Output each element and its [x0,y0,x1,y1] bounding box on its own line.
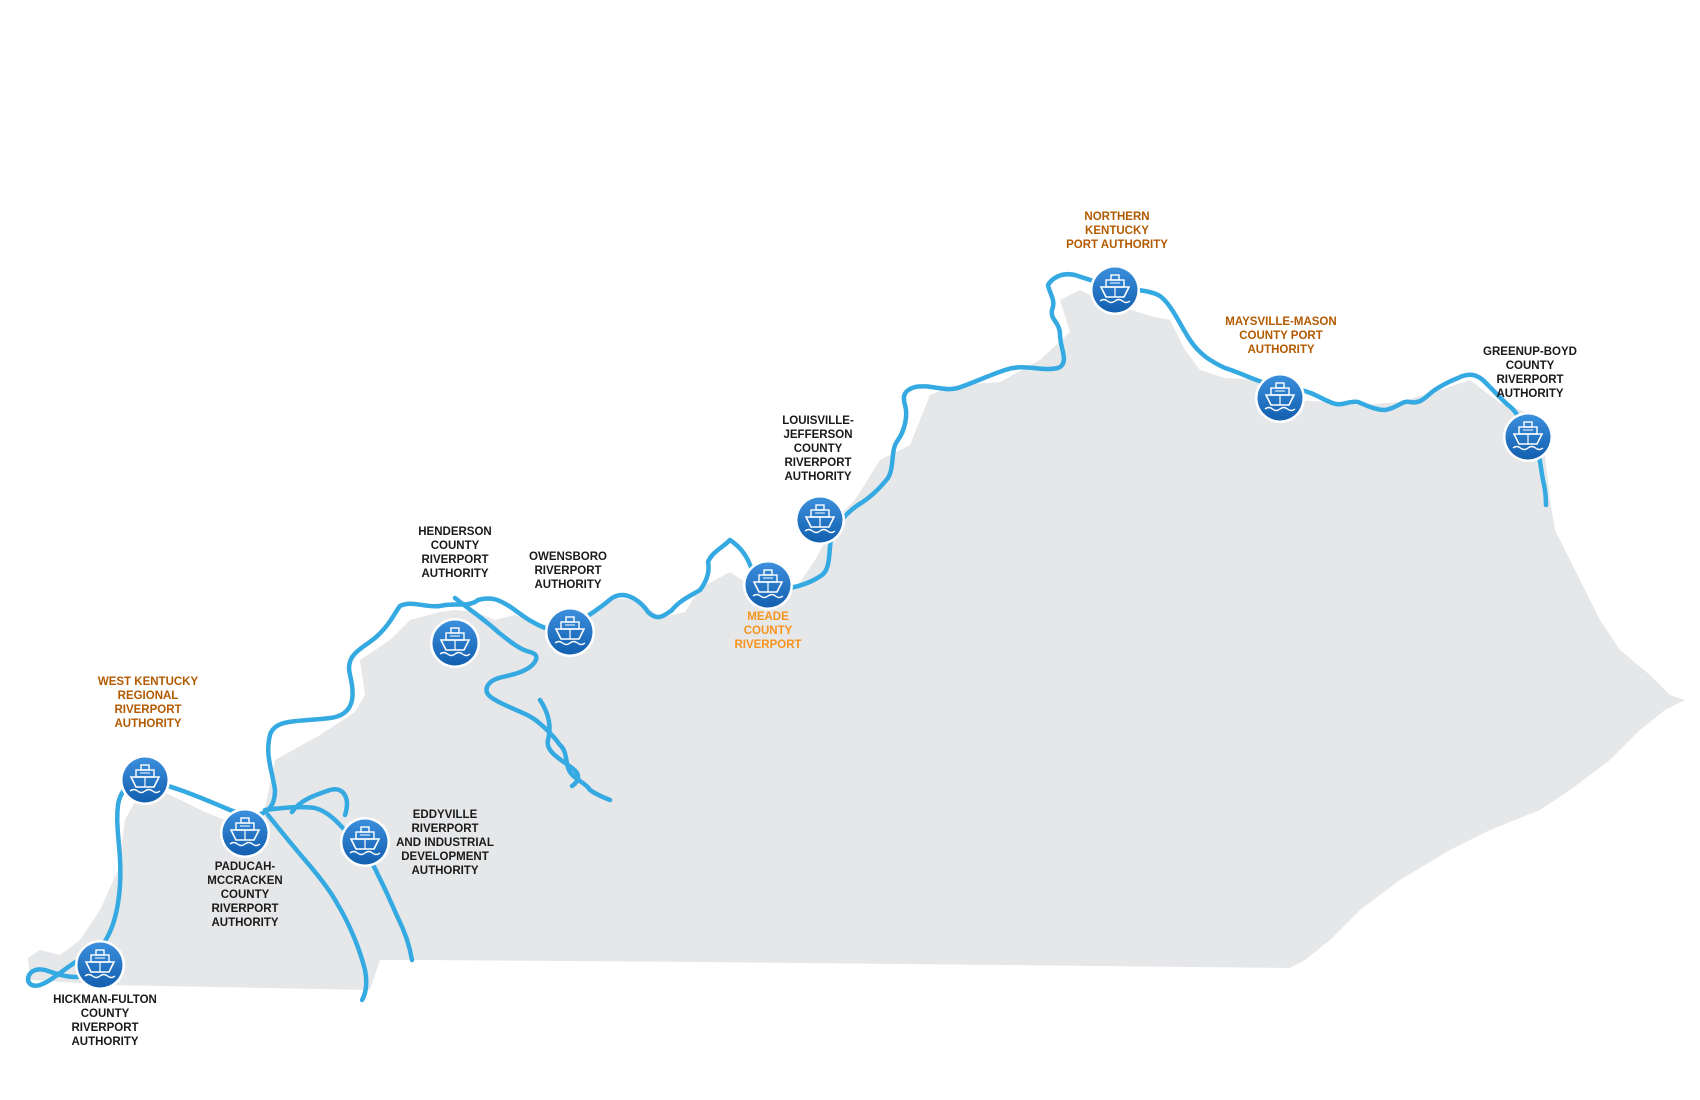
port-label-line: RIVERPORT [734,639,801,651]
port-label-line: GREENUP-BOYD [1483,346,1577,358]
port-label-line: MEADE [747,611,789,623]
port-label-line: NORTHERN [1084,211,1149,223]
port-label-line: AUTHORITY [114,718,181,730]
ship-icon [1090,265,1140,315]
port-label-line: AUTHORITY [1496,388,1563,400]
port-label-line: LOUISVILLE- [782,415,854,427]
port-label-line: RIVERPORT [71,1022,138,1034]
port-label-line: RIVERPORT [211,903,278,915]
port-label: EDDYVILLE RIVERPORT AND INDUSTRIAL DEVELOPM… [396,809,494,877]
port-label-line: OWENSBORO [529,551,607,563]
port-label-line: RIVERPORT [784,457,851,469]
green-river [452,595,613,803]
port-paducah-mccracken[interactable]: PADUCAH- MCCRACKEN COUNTY RIVERPORT AUTHORIT… [207,808,283,929]
port-label-line: AUTHORITY [421,568,488,580]
port-label-line: AUTHORITY [411,865,478,877]
port-label-line: COUNTY PORT [1239,330,1323,342]
ship-icon [430,618,480,668]
ship-icon [75,940,125,990]
port-label: HICKMAN-FULTON COUNTY RIVERPORT AUTHORITY [53,994,157,1048]
port-henderson[interactable]: HENDERSON COUNTY RIVERPORT AUTHORITY [418,526,492,668]
port-label-line: DEVELOPMENT [401,851,489,863]
port-label-line: REGIONAL [118,690,179,702]
green-river-branch [537,697,581,789]
port-label-line: AUTHORITY [211,917,278,929]
port-owensboro[interactable]: OWENSBORO RIVERPORT AUTHORITY [529,551,607,657]
port-label: MEADE COUNTY RIVERPORT [734,611,801,651]
port-label: MAYSVILLE-MASON COUNTY PORT AUTHORITY [1225,316,1336,356]
port-label-line: PORT AUTHORITY [1066,239,1168,251]
ohio-river [142,272,1549,818]
port-label-line: AUTHORITY [71,1036,138,1048]
port-label: OWENSBORO RIVERPORT AUTHORITY [529,551,607,591]
port-label-line: PADUCAH- [215,861,276,873]
port-label: NORTHERN KENTUCKY PORT AUTHORITY [1066,211,1168,251]
port-label-line: EDDYVILLE [413,809,478,821]
port-label: GREENUP-BOYD COUNTY RIVERPORT AUTHORITY [1483,346,1577,400]
port-label-line: JEFFERSON [783,429,852,441]
port-label: LOUISVILLE- JEFFERSON COUNTY RIVERPORT AUTHO… [782,415,854,483]
port-louisville-jefferson[interactable]: LOUISVILLE- JEFFERSON COUNTY RIVERPORT AUTHO… [782,415,854,545]
port-label: HENDERSON COUNTY RIVERPORT AUTHORITY [418,526,491,580]
ship-icon [1503,412,1553,462]
port-label-line: HENDERSON [418,526,491,538]
port-label-line: RIVERPORT [534,565,601,577]
port-label-line: COUNTY [221,889,270,901]
port-label-line: COUNTY [1506,360,1555,372]
ship-icon [120,755,170,805]
tennessee-river [265,812,369,1003]
port-label-line: AND INDUSTRIAL [396,837,494,849]
port-hickman-fulton[interactable]: HICKMAN-FULTON COUNTY RIVERPORT AUTHORITY [53,940,157,1048]
port-label-line: COUNTY [744,625,793,637]
port-northern-kentucky[interactable]: NORTHERN KENTUCKY PORT AUTHORITY [1066,211,1168,315]
port-label-line: RIVERPORT [421,554,488,566]
port-meade[interactable]: MEADE COUNTY RIVERPORT [734,560,802,651]
port-label-line: AUTHORITY [784,471,851,483]
port-label-line: RIVERPORT [411,823,478,835]
port-label-line: AUTHORITY [534,579,601,591]
ship-icon [545,607,595,657]
ship-icon [743,560,793,610]
port-label-line: MCCRACKEN [207,875,282,887]
port-label-line: RIVERPORT [114,704,181,716]
port-west-kentucky[interactable]: WEST KENTUCKY REGIONAL RIVERPORT AUTHORITY [98,676,199,805]
port-label-line: HICKMAN-FULTON [53,994,157,1006]
port-label-line: AUTHORITY [1247,344,1314,356]
paducah-channel [289,787,350,818]
kentucky-state-shape [28,290,1685,990]
port-label-line: COUNTY [81,1008,130,1020]
port-eddyville[interactable]: EDDYVILLE RIVERPORT AND INDUSTRIAL DEVELOPM… [340,809,494,877]
port-label-line: RIVERPORT [1496,374,1563,386]
ship-icon [795,495,845,545]
ship-icon [220,808,270,858]
ship-icon [340,817,390,867]
ship-icon [1255,373,1305,423]
port-label-line: MAYSVILLE-MASON [1225,316,1336,328]
port-maysville-mason[interactable]: MAYSVILLE-MASON COUNTY PORT AUTHORITY [1225,316,1337,423]
port-label-line: KENTUCKY [1085,225,1149,237]
port-label-line: COUNTY [794,443,843,455]
port-label-line: WEST KENTUCKY [98,676,199,688]
port-greenup-boyd[interactable]: GREENUP-BOYD COUNTY RIVERPORT AUTHORITY [1483,346,1577,462]
port-label: PADUCAH- MCCRACKEN COUNTY RIVERPORT AUTHORIT… [207,861,282,929]
port-label: WEST KENTUCKY REGIONAL RIVERPORT AUTHORITY [98,676,199,730]
port-label-line: COUNTY [431,540,480,552]
